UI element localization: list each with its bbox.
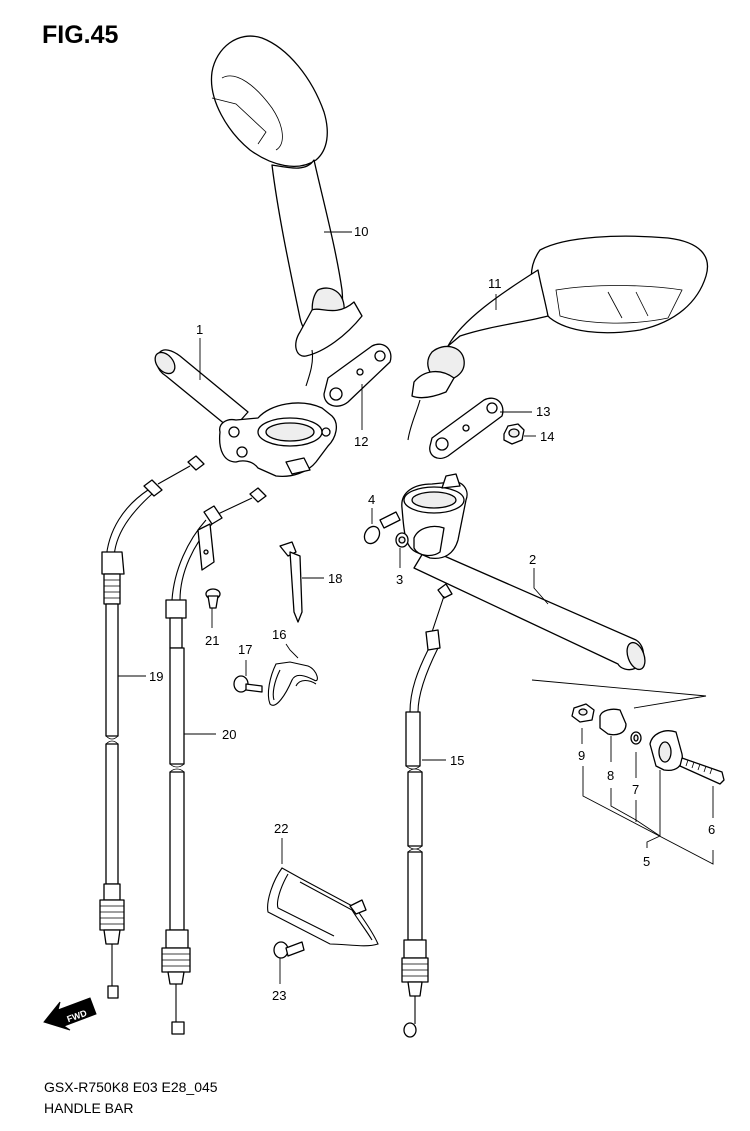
- callout-16: 16: [272, 627, 286, 642]
- left-mirror-part: [210, 35, 363, 387]
- callout-11: 11: [488, 276, 502, 291]
- throttle-cable-20-part: [161, 487, 267, 1035]
- diagram-subtitle: HANDLE BAR: [44, 1100, 133, 1116]
- right-handlebar-part: [401, 473, 646, 671]
- throttle-cable-19-part: [99, 455, 205, 999]
- callout-14: 14: [540, 429, 554, 444]
- model-code: GSX-R750K8 E03 E28_045: [44, 1079, 218, 1095]
- bar-end-weight-assembly: [531, 679, 725, 785]
- cable-guide-part-22: [267, 867, 379, 947]
- callout-13: 13: [536, 404, 550, 419]
- leader-lines: [118, 231, 714, 984]
- collar-part-3: [395, 532, 409, 548]
- callout-19: 19: [149, 669, 163, 684]
- callout-15: 15: [450, 753, 464, 768]
- callout-5: 5: [643, 854, 650, 869]
- callout-1: 1: [196, 322, 203, 337]
- callout-21: 21: [205, 633, 219, 648]
- callout-2: 2: [529, 552, 536, 567]
- bolt-part-17: [233, 675, 263, 693]
- clamp-part-16: [267, 661, 318, 706]
- right-mirror-part: [407, 235, 708, 441]
- figure-title: FIG.45: [42, 21, 119, 49]
- bolt-part-23: [273, 941, 305, 959]
- nut-part: [503, 423, 525, 445]
- callout-4: 4: [368, 492, 375, 507]
- callout-8: 8: [607, 768, 614, 783]
- callout-labels: 1 2 3 4 5 6 7 8 9 10 11 12 13 14 15 16 1…: [149, 224, 715, 1003]
- callout-7: 7: [632, 782, 639, 797]
- callout-9: 9: [578, 748, 585, 763]
- cable-clamp-part-18: [279, 541, 303, 623]
- left-mirror-bracket-part: [323, 343, 392, 407]
- callout-6: 6: [708, 822, 715, 837]
- screw-part-21: [205, 588, 221, 609]
- callout-20: 20: [222, 727, 236, 742]
- callout-12: 12: [354, 434, 368, 449]
- forward-direction-arrow: FWD: [43, 997, 97, 1031]
- callout-17: 17: [238, 642, 252, 657]
- callout-3: 3: [396, 572, 403, 587]
- left-handlebar-part: [154, 349, 338, 478]
- clutch-cable-part-15: [401, 583, 453, 1038]
- screw-part-4: [363, 511, 401, 545]
- callout-22: 22: [274, 821, 288, 836]
- right-mirror-bracket-part: [429, 397, 504, 460]
- callout-10: 10: [354, 224, 368, 239]
- callout-18: 18: [328, 571, 342, 586]
- callout-23: 23: [272, 988, 286, 1003]
